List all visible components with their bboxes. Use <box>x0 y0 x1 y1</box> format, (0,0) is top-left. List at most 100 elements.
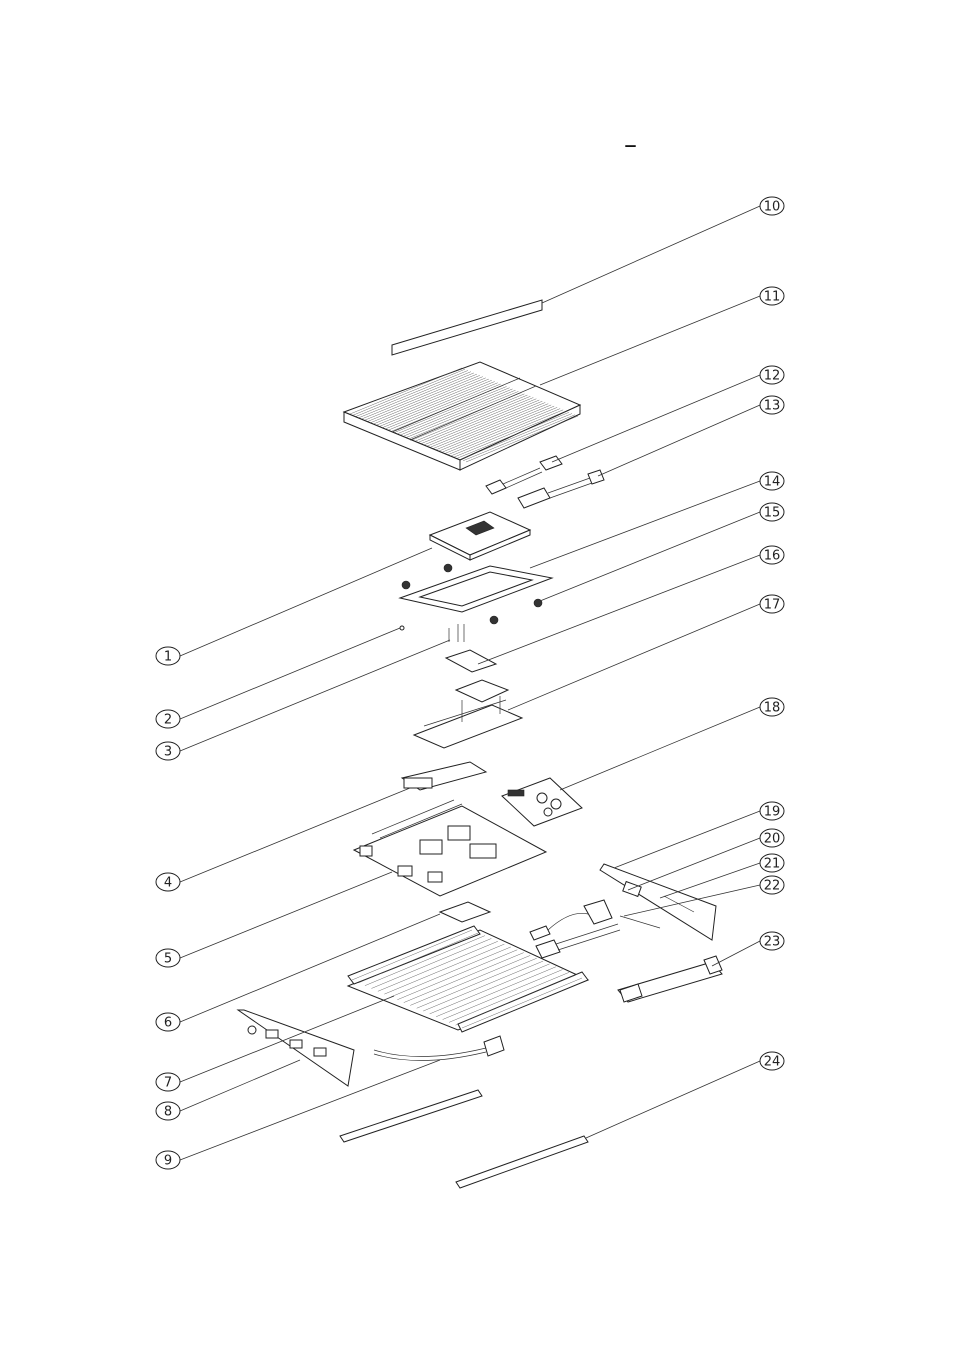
part-16-bracket <box>444 649 498 673</box>
callout-circle-13 <box>759 395 785 415</box>
part-23-flat-cables <box>617 955 723 1003</box>
callout-13: 13 <box>597 395 785 477</box>
part-24-mounting-bracket <box>455 1135 589 1189</box>
callout-circle-14 <box>759 471 785 491</box>
callout-16: 16 <box>477 545 785 665</box>
callout-circle-8 <box>155 1101 181 1121</box>
fin-line <box>390 946 511 998</box>
callout-label-9: 9 <box>164 1154 172 1169</box>
fin-line <box>429 963 550 1015</box>
callout-label-18: 18 <box>764 701 781 716</box>
fin-line <box>384 943 505 995</box>
fin-line <box>436 403 549 450</box>
fin-line <box>448 408 561 455</box>
callout-11: 11 <box>539 286 785 386</box>
fin-line <box>349 367 463 415</box>
leader-line-17 <box>507 603 761 711</box>
fin-line <box>364 935 486 986</box>
callout-label-10: 10 <box>764 200 781 215</box>
fin-line <box>361 372 474 420</box>
callout-6: 6 <box>155 913 441 1032</box>
fin-line <box>457 412 570 459</box>
callout-circle-5 <box>155 948 181 968</box>
callout-circle-16 <box>759 545 785 565</box>
leader-line-1 <box>179 547 433 657</box>
fin-line <box>421 397 534 444</box>
leader-line-11 <box>539 295 761 386</box>
leader-line-22 <box>623 884 761 917</box>
fin-line <box>379 380 492 427</box>
callout-label-20: 20 <box>764 832 781 847</box>
part-14-hdd-bracket <box>398 565 554 613</box>
part-9-power-cable <box>373 1035 505 1061</box>
leader-line-24 <box>585 1060 761 1139</box>
callout-23: 23 <box>711 931 785 967</box>
fin-line <box>364 373 477 421</box>
callout-label-7: 7 <box>164 1076 172 1091</box>
leader-line-23 <box>711 940 761 967</box>
leader-line-18 <box>559 706 761 791</box>
part-2-3-screws <box>399 624 465 642</box>
fin-line <box>436 966 557 1017</box>
fin-line <box>385 382 498 429</box>
callout-7: 7 <box>155 995 395 1092</box>
fin-line <box>451 409 564 457</box>
callout-label-22: 22 <box>764 879 781 894</box>
callout-3: 3 <box>155 639 451 761</box>
leader-line-2 <box>179 627 401 720</box>
callout-4: 4 <box>155 787 411 892</box>
fin-line <box>454 410 567 458</box>
leader-line-5 <box>179 871 393 959</box>
fin-line <box>394 386 507 433</box>
fin-line <box>433 402 546 449</box>
callout-14: 14 <box>529 471 785 569</box>
part-10-thermal-pad <box>391 299 543 356</box>
part-20-22-cables <box>529 899 661 959</box>
callout-19: 19 <box>613 801 785 869</box>
callout-circle-21 <box>759 853 785 873</box>
fin-line <box>427 399 540 447</box>
callout-label-4: 4 <box>164 876 172 891</box>
callout-label-24: 24 <box>764 1055 781 1070</box>
callout-label-8: 8 <box>164 1105 172 1120</box>
callout-circle-9 <box>155 1150 181 1170</box>
fin-line <box>461 977 583 1029</box>
fin-line <box>377 941 498 992</box>
leader-line-6 <box>179 913 441 1023</box>
fin-line <box>403 389 516 437</box>
callout-circle-15 <box>759 502 785 522</box>
leader-line-20 <box>627 837 761 891</box>
callout-label-13: 13 <box>764 399 781 414</box>
fin-line <box>406 391 519 438</box>
callout-circle-18 <box>759 697 785 717</box>
callout-label-11: 11 <box>764 290 781 305</box>
part-13-sata-cable <box>517 469 605 509</box>
callout-circle-1 <box>155 646 181 666</box>
callout-circle-24 <box>759 1051 785 1071</box>
leader-line-19 <box>613 810 761 869</box>
part-11-heatsink-cover <box>342 361 582 471</box>
fin-line <box>416 958 537 1009</box>
callout-label-14: 14 <box>764 475 781 490</box>
callout-17: 17 <box>507 594 785 711</box>
part-17-cpu-cooler <box>412 679 524 749</box>
fin-line <box>358 932 479 984</box>
fin-line <box>367 375 480 422</box>
part-5-motherboard <box>352 799 548 897</box>
callout-label-6: 6 <box>164 1016 172 1031</box>
leader-line-13 <box>597 404 761 477</box>
callout-12: 12 <box>551 365 785 463</box>
callout-label-3: 3 <box>164 745 172 760</box>
callout-22: 22 <box>623 875 785 917</box>
leader-line-12 <box>551 374 761 463</box>
callout-18: 18 <box>559 697 785 791</box>
callout-circle-10 <box>759 196 785 216</box>
leader-line-14 <box>529 480 761 569</box>
callout-circle-12 <box>759 365 785 385</box>
callout-label-15: 15 <box>764 506 781 521</box>
callout-circle-23 <box>759 931 785 951</box>
callout-24: 24 <box>585 1051 785 1139</box>
fin-line <box>358 371 471 418</box>
callout-label-5: 5 <box>164 952 172 967</box>
